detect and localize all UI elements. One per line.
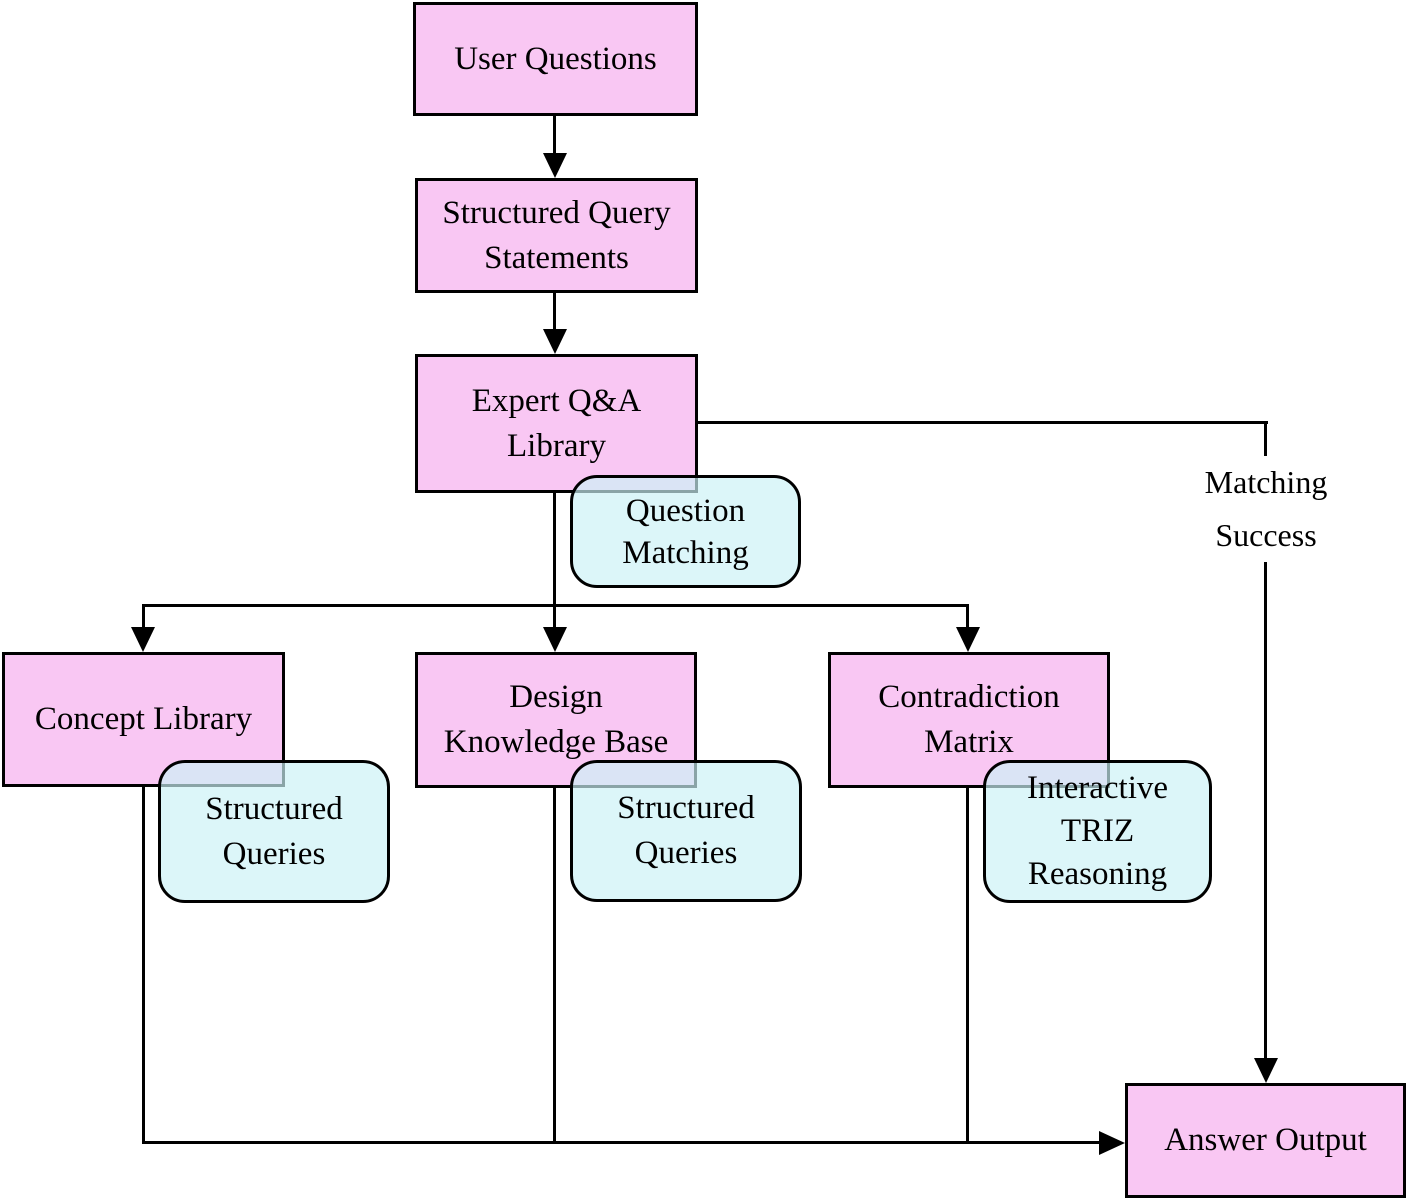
annotation-structured-queries-left: Structured Queries bbox=[158, 760, 390, 903]
node-expert-qa-library: Expert Q&A Library bbox=[415, 354, 698, 493]
node-design-knowledge-base-label-line2: Knowledge Base bbox=[443, 724, 669, 760]
annotation-structured-queries-mid-line1: Structured bbox=[617, 790, 755, 826]
node-concept-library-label: Concept Library bbox=[34, 701, 253, 737]
annotation-interactive-triz-line3: Reasoning bbox=[1027, 856, 1168, 892]
branch-stub-design bbox=[553, 606, 556, 630]
connector-concept-to-collector bbox=[142, 785, 145, 1144]
node-user-questions: User Questions bbox=[413, 2, 698, 116]
connector-expert-to-branch bbox=[553, 491, 556, 607]
branch-stub-contradiction bbox=[966, 606, 969, 630]
edge-label-matching-success-line2: Success bbox=[1215, 517, 1317, 553]
annotation-structured-queries-left-line1: Structured bbox=[205, 790, 343, 827]
arrowhead-into-concept-library bbox=[131, 627, 155, 652]
connector-user-to-structured bbox=[553, 116, 556, 156]
connector-expert-to-right bbox=[696, 421, 1268, 424]
collector-bar bbox=[142, 1141, 1102, 1144]
arrowhead-into-design-kb bbox=[543, 627, 567, 652]
node-structured-query-statements-label-line1: Structured Query bbox=[442, 194, 671, 231]
node-structured-query-statements: Structured Query Statements bbox=[415, 178, 698, 293]
node-answer-output-label: Answer Output bbox=[1164, 1122, 1367, 1158]
arrowhead-into-answer-output-top bbox=[1254, 1058, 1278, 1083]
node-contradiction-matrix-label-line2: Matrix bbox=[924, 724, 1014, 760]
node-user-questions-label: User Questions bbox=[454, 40, 657, 77]
connector-contradiction-to-collector bbox=[966, 786, 969, 1144]
connector-right-down-upper bbox=[1264, 421, 1267, 462]
edge-label-matching-success: Matching Success bbox=[1184, 456, 1348, 562]
annotation-question-matching: Question Matching bbox=[570, 475, 801, 588]
annotation-structured-queries-left-line2: Queries bbox=[222, 835, 326, 872]
annotation-interactive-triz-line2: TRIZ bbox=[1060, 813, 1135, 849]
annotation-structured-queries-mid-line2: Queries bbox=[634, 835, 738, 871]
annotation-question-matching-line2: Matching bbox=[622, 534, 749, 571]
annotation-interactive-triz-line1: Interactive bbox=[1026, 770, 1169, 806]
branch-bar bbox=[142, 604, 969, 607]
arrowhead-into-structured-query bbox=[543, 153, 567, 178]
node-contradiction-matrix-label-line1: Contradiction bbox=[878, 679, 1060, 715]
arrowhead-into-expert-library bbox=[543, 329, 567, 354]
node-expert-qa-library-label-line1: Expert Q&A bbox=[471, 382, 642, 419]
connector-design-to-collector bbox=[553, 786, 556, 1144]
arrowhead-into-answer-output-left bbox=[1099, 1131, 1125, 1155]
branch-stub-concept bbox=[142, 606, 145, 630]
connector-right-down-lower bbox=[1264, 558, 1267, 1060]
connector-structured-to-expert bbox=[553, 293, 556, 333]
annotation-structured-queries-mid: Structured Queries bbox=[570, 760, 802, 902]
annotation-question-matching-line1: Question bbox=[625, 492, 746, 529]
annotation-interactive-triz-reasoning: Interactive TRIZ Reasoning bbox=[983, 760, 1212, 903]
node-contradiction-matrix: Contradiction Matrix bbox=[828, 652, 1110, 788]
edge-label-matching-success-line1: Matching bbox=[1204, 464, 1328, 500]
node-structured-query-statements-label-line2: Statements bbox=[484, 239, 629, 276]
node-expert-qa-library-label-line2: Library bbox=[507, 427, 606, 464]
node-design-knowledge-base-label-line1: Design bbox=[509, 679, 603, 715]
arrowhead-into-contradiction-matrix bbox=[956, 627, 980, 652]
node-answer-output: Answer Output bbox=[1125, 1083, 1406, 1198]
